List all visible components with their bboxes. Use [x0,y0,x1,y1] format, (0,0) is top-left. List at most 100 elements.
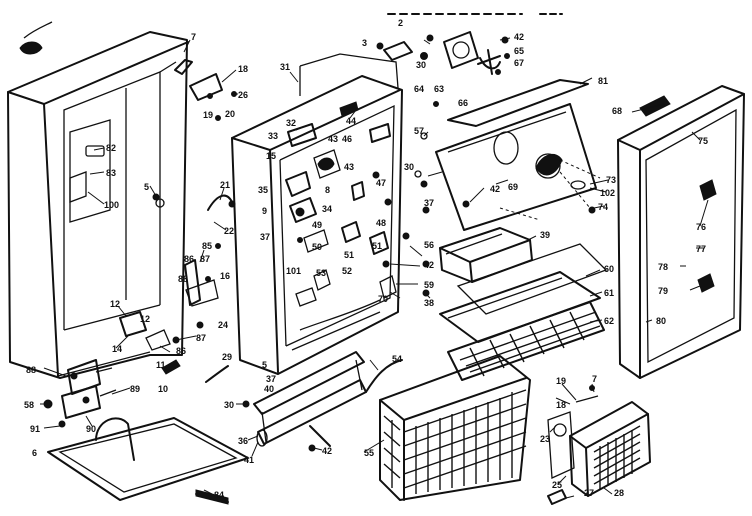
drain-pan [47,417,249,505]
callout-42d: 42 [490,184,500,194]
callout-9: 9 [262,206,267,216]
callout-86: 86 [184,254,194,264]
callout-53: 53 [316,268,326,278]
callout-30: 30 [224,400,234,410]
callout-35: 35 [258,185,268,195]
liner-parts [285,41,430,307]
callout-14: 14 [112,344,122,354]
callout-77: 77 [696,244,706,254]
callout-64: 64 [414,84,424,94]
callout-82: 82 [106,143,116,153]
callout-26: 26 [238,90,248,100]
callout-18b: 18 [556,400,566,410]
callout-36: 36 [238,436,248,446]
callout-11: 11 [156,360,166,370]
callout-7: 7 [191,32,196,42]
callout-85: 85 [202,241,212,251]
door-frame [617,85,745,379]
callout-20: 20 [225,109,235,119]
callout-89: 89 [130,384,140,394]
callout-22: 22 [224,226,234,236]
callout-43: 43 [328,134,338,144]
callout-76: 76 [696,222,706,232]
callout-32: 32 [286,118,296,128]
callout-69: 69 [508,182,518,192]
callout-42b: 42 [322,446,332,456]
callout-27: 27 [584,488,594,498]
callout-3: 3 [362,38,367,48]
callout-21: 21 [220,180,230,190]
callout-35: 55 [364,448,374,458]
callout-91: 91 [30,424,40,434]
callout-15: 15 [266,151,276,161]
callout-70: 70 [378,294,388,304]
callout-2: 2 [398,18,403,28]
leader-lines [40,37,709,499]
callout-8: 8 [325,185,330,195]
evaporator-coil [447,301,605,381]
callout-79: 79 [658,286,668,296]
callout-44: 44 [346,116,356,126]
callout-16: 16 [220,271,230,281]
callout-37b: 37 [424,198,434,208]
ice-basket [379,355,531,501]
callout-81: 81 [598,76,608,86]
callout-19b: 19 [556,376,566,386]
fan-assembly [420,31,510,107]
callout-100: 100 [104,200,119,210]
callout-67: 67 [514,58,524,68]
callout-49: 49 [312,220,322,230]
callout-33: 33 [268,131,278,141]
callout-10: 10 [158,384,168,394]
callout-57: 57 [414,126,424,136]
callout-90: 90 [86,424,96,434]
callout-5: 5 [144,182,149,192]
callout-73: 73 [606,175,616,185]
callout-23: 23 [540,434,550,444]
callout-37c: 37 [266,374,276,384]
left-cabinet-parts [69,59,237,383]
callout-58: 58 [24,400,34,410]
callout-42: 42 [424,260,434,270]
callout-51: 51 [344,250,354,260]
callout-43b: 43 [344,162,354,172]
callout-88: 88 [178,274,188,284]
callout-4: 5 [262,360,267,370]
callout-52: 52 [342,266,352,276]
callout-84: 84 [214,490,224,500]
callout-46: 46 [342,134,352,144]
callout-6: 6 [32,448,37,458]
callout-13: 12 [140,314,150,324]
callout-101: 101 [286,266,301,276]
callout-34: 34 [322,204,332,214]
callout-31: 31 [280,62,290,72]
callout-87: 87 [200,254,210,264]
callout-87b: 87 [196,333,206,343]
callout-12: 12 [110,299,120,309]
callout-102: 102 [600,188,615,198]
callout-30b: 30 [416,60,426,70]
callout-51b: 51 [372,241,382,251]
callout-80: 80 [656,316,666,326]
callout-86b: 86 [176,346,186,356]
callout-78: 78 [658,262,668,272]
callout-18: 18 [238,64,248,74]
callout-29: 29 [222,352,232,362]
callout-56: 56 [424,240,434,250]
callout-54: 54 [392,354,402,364]
callout-50: 50 [312,242,322,252]
callout-30c: 30 [404,162,414,172]
callout-labels: 7 18 26 19 20 82 83 100 5 21 22 85 86 87… [24,18,708,500]
callout-7b: 7 [592,374,597,384]
callout-65: 65 [514,46,524,56]
callout-40: 40 [264,384,274,394]
callout-60: 60 [604,264,614,274]
callout-63: 63 [434,84,444,94]
callout-75: 75 [698,136,708,146]
callout-37: 37 [260,232,270,242]
callout-38: 38 [424,298,434,308]
callout-48: 48 [376,218,386,228]
callout-19: 19 [203,110,213,120]
callout-68: 68 [612,106,622,116]
